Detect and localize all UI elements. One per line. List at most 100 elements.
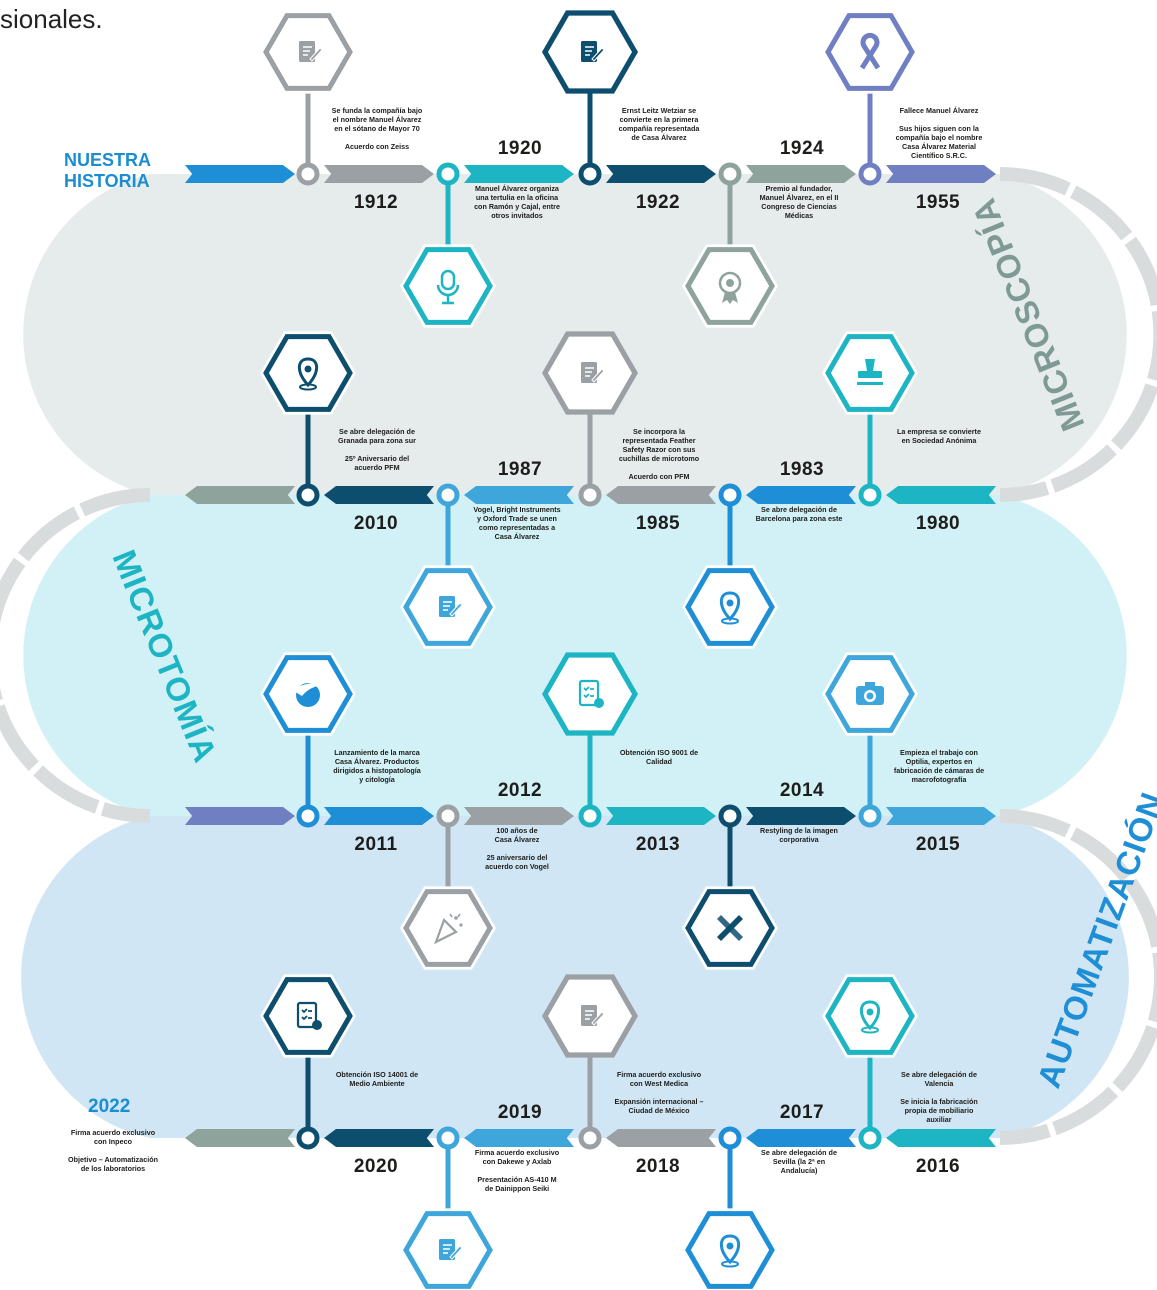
lead-arrow-row4 xyxy=(185,1129,295,1147)
title-line-1: NUESTRA xyxy=(64,150,152,170)
event-text-2016: Se abre delegación de Valencia Se inicia… xyxy=(900,1070,978,1124)
arrow-row1-1 xyxy=(464,165,574,183)
lead-arrow-row1 xyxy=(185,165,295,183)
event-text-1920: Manuel Álvarez organiza una tertulia en … xyxy=(474,184,560,220)
year-label-2014: 2014 xyxy=(779,780,825,801)
hex-inner xyxy=(403,889,493,967)
hex-inner xyxy=(825,977,915,1055)
hex-inner xyxy=(685,568,775,646)
event-text-1955: Fallece Manuel Álvarez Sus hijos siguen … xyxy=(895,106,983,160)
year-label-2018: 2018 xyxy=(635,1156,681,1177)
location-pin-icon xyxy=(822,974,918,1058)
event-text-2018: Firma acuerdo exclusivo con West Medica … xyxy=(614,1070,704,1115)
document-edit-icon xyxy=(400,565,496,649)
lead-arrow-row3 xyxy=(185,807,295,825)
document-edit-icon xyxy=(400,1208,496,1290)
event-text-2017: Se abre delegación de Sevilla (la 2ª en … xyxy=(761,1148,837,1175)
document-edit-icon xyxy=(260,10,356,94)
event-text-1922: Ernst Leitz Wetziar se convierte en la p… xyxy=(618,106,700,142)
track-arc-right-1 xyxy=(999,167,1157,502)
year-label-2022: 2022 xyxy=(88,1096,131,1117)
year-label-1922: 1922 xyxy=(635,192,681,213)
year-label-2012: 2012 xyxy=(497,780,543,801)
year-label-2016: 2016 xyxy=(915,1156,961,1177)
node-row1-2 xyxy=(578,162,602,186)
arrow-row1-2 xyxy=(606,165,716,183)
arrow-row3-3 xyxy=(746,807,856,825)
year-label-2010: 2010 xyxy=(353,513,399,534)
award-icon xyxy=(682,244,778,328)
year-label-2013: 2013 xyxy=(635,834,681,855)
hex-inner xyxy=(685,1211,775,1289)
event-text-2015: Empieza el trabajo con Optilia, expertos… xyxy=(893,748,985,784)
checklist-icon xyxy=(542,652,638,736)
event-text-2020: Obtención ISO 14001 de Medio Ambiente xyxy=(335,1070,419,1088)
ribbon-icon xyxy=(822,10,918,94)
year-label-2019: 2019 xyxy=(497,1102,543,1123)
node-row3-3 xyxy=(718,804,742,828)
arrow-row4-1 xyxy=(464,1129,574,1147)
year-label-1983: 1983 xyxy=(779,459,825,480)
design-tools-icon xyxy=(682,886,778,970)
event-text-1924: Premio al fundador, Manuel Álvarez, en e… xyxy=(759,184,839,220)
year-label-2015: 2015 xyxy=(915,834,961,855)
arrow-row3-0 xyxy=(324,807,434,825)
event-text-1987: Vogel, Bright Instruments y Oxford Trade… xyxy=(473,505,561,541)
arrow-row1-3 xyxy=(746,165,856,183)
node-row1-0 xyxy=(296,162,320,186)
node-row2-0 xyxy=(296,483,320,507)
node-row2-2 xyxy=(578,483,602,507)
node-row1-3 xyxy=(718,162,742,186)
microphone-icon xyxy=(400,244,496,328)
hex-inner xyxy=(403,247,493,325)
stamp-icon xyxy=(822,331,918,415)
node-row3-2 xyxy=(578,804,602,828)
event-text-2010: Se abre delegación de Granada para zona … xyxy=(338,427,416,472)
arrow-row4-4 xyxy=(886,1129,996,1147)
event-text-2019: Firma acuerdo exclusivo con Dakewe y Axl… xyxy=(474,1148,560,1193)
arrow-row4-3 xyxy=(746,1129,856,1147)
location-pin-icon xyxy=(682,565,778,649)
celebration-icon xyxy=(400,886,496,970)
year-label-1987: 1987 xyxy=(497,459,543,480)
year-label-2020: 2020 xyxy=(353,1156,399,1177)
event-text-1980: La empresa se convierte en Sociedad Anón… xyxy=(897,427,981,445)
year-label-2017: 2017 xyxy=(779,1102,825,1123)
year-label-2011: 2011 xyxy=(354,834,398,855)
node-row3-4 xyxy=(858,804,882,828)
year-label-1980: 1980 xyxy=(915,513,961,534)
arrow-row3-1 xyxy=(464,807,574,825)
camera-icon xyxy=(822,652,918,736)
node-row1-4 xyxy=(858,162,882,186)
event-text-1985: Se incorpora la representada Feather Saf… xyxy=(618,427,700,481)
node-row4-0 xyxy=(296,1126,320,1150)
track-arc-left-1 xyxy=(0,488,151,823)
year-label-1985: 1985 xyxy=(635,513,681,534)
year-label-1955: 1955 xyxy=(915,192,961,213)
event-text-2011: Lanzamiento de la marca Casa Álvarez. Pr… xyxy=(333,748,421,784)
event-text-1912: Se funda la compañía bajo el nombre Manu… xyxy=(331,106,423,151)
node-row2-3 xyxy=(718,483,742,507)
node-row4-2 xyxy=(578,1126,602,1150)
hex-inner xyxy=(263,977,353,1055)
node-row2-1 xyxy=(436,483,460,507)
document-edit-icon xyxy=(542,974,638,1058)
node-row3-1 xyxy=(436,804,460,828)
event-text-2022: Firma acuerdo exclusivo con Inpeco Objet… xyxy=(68,1128,158,1173)
hex-inner xyxy=(548,657,632,731)
arrow-row3-2 xyxy=(606,807,716,825)
node-row2-4 xyxy=(858,483,882,507)
arrow-row2-0 xyxy=(324,486,434,504)
location-pin-icon xyxy=(682,1208,778,1290)
page-title: NUESTRA HISTORIA xyxy=(64,150,151,192)
node-row1-1 xyxy=(436,162,460,186)
node-row3-0 xyxy=(296,804,320,828)
heading-fragment: sionales. xyxy=(0,4,103,34)
title-line-2: HISTORIA xyxy=(64,171,150,191)
node-row4-1 xyxy=(436,1126,460,1150)
lead-arrow-row2 xyxy=(185,486,295,504)
arrow-row1-0 xyxy=(324,165,434,183)
location-pin-icon xyxy=(260,331,356,415)
event-text-2014: Restyling de la imagen corporativa xyxy=(760,826,838,844)
